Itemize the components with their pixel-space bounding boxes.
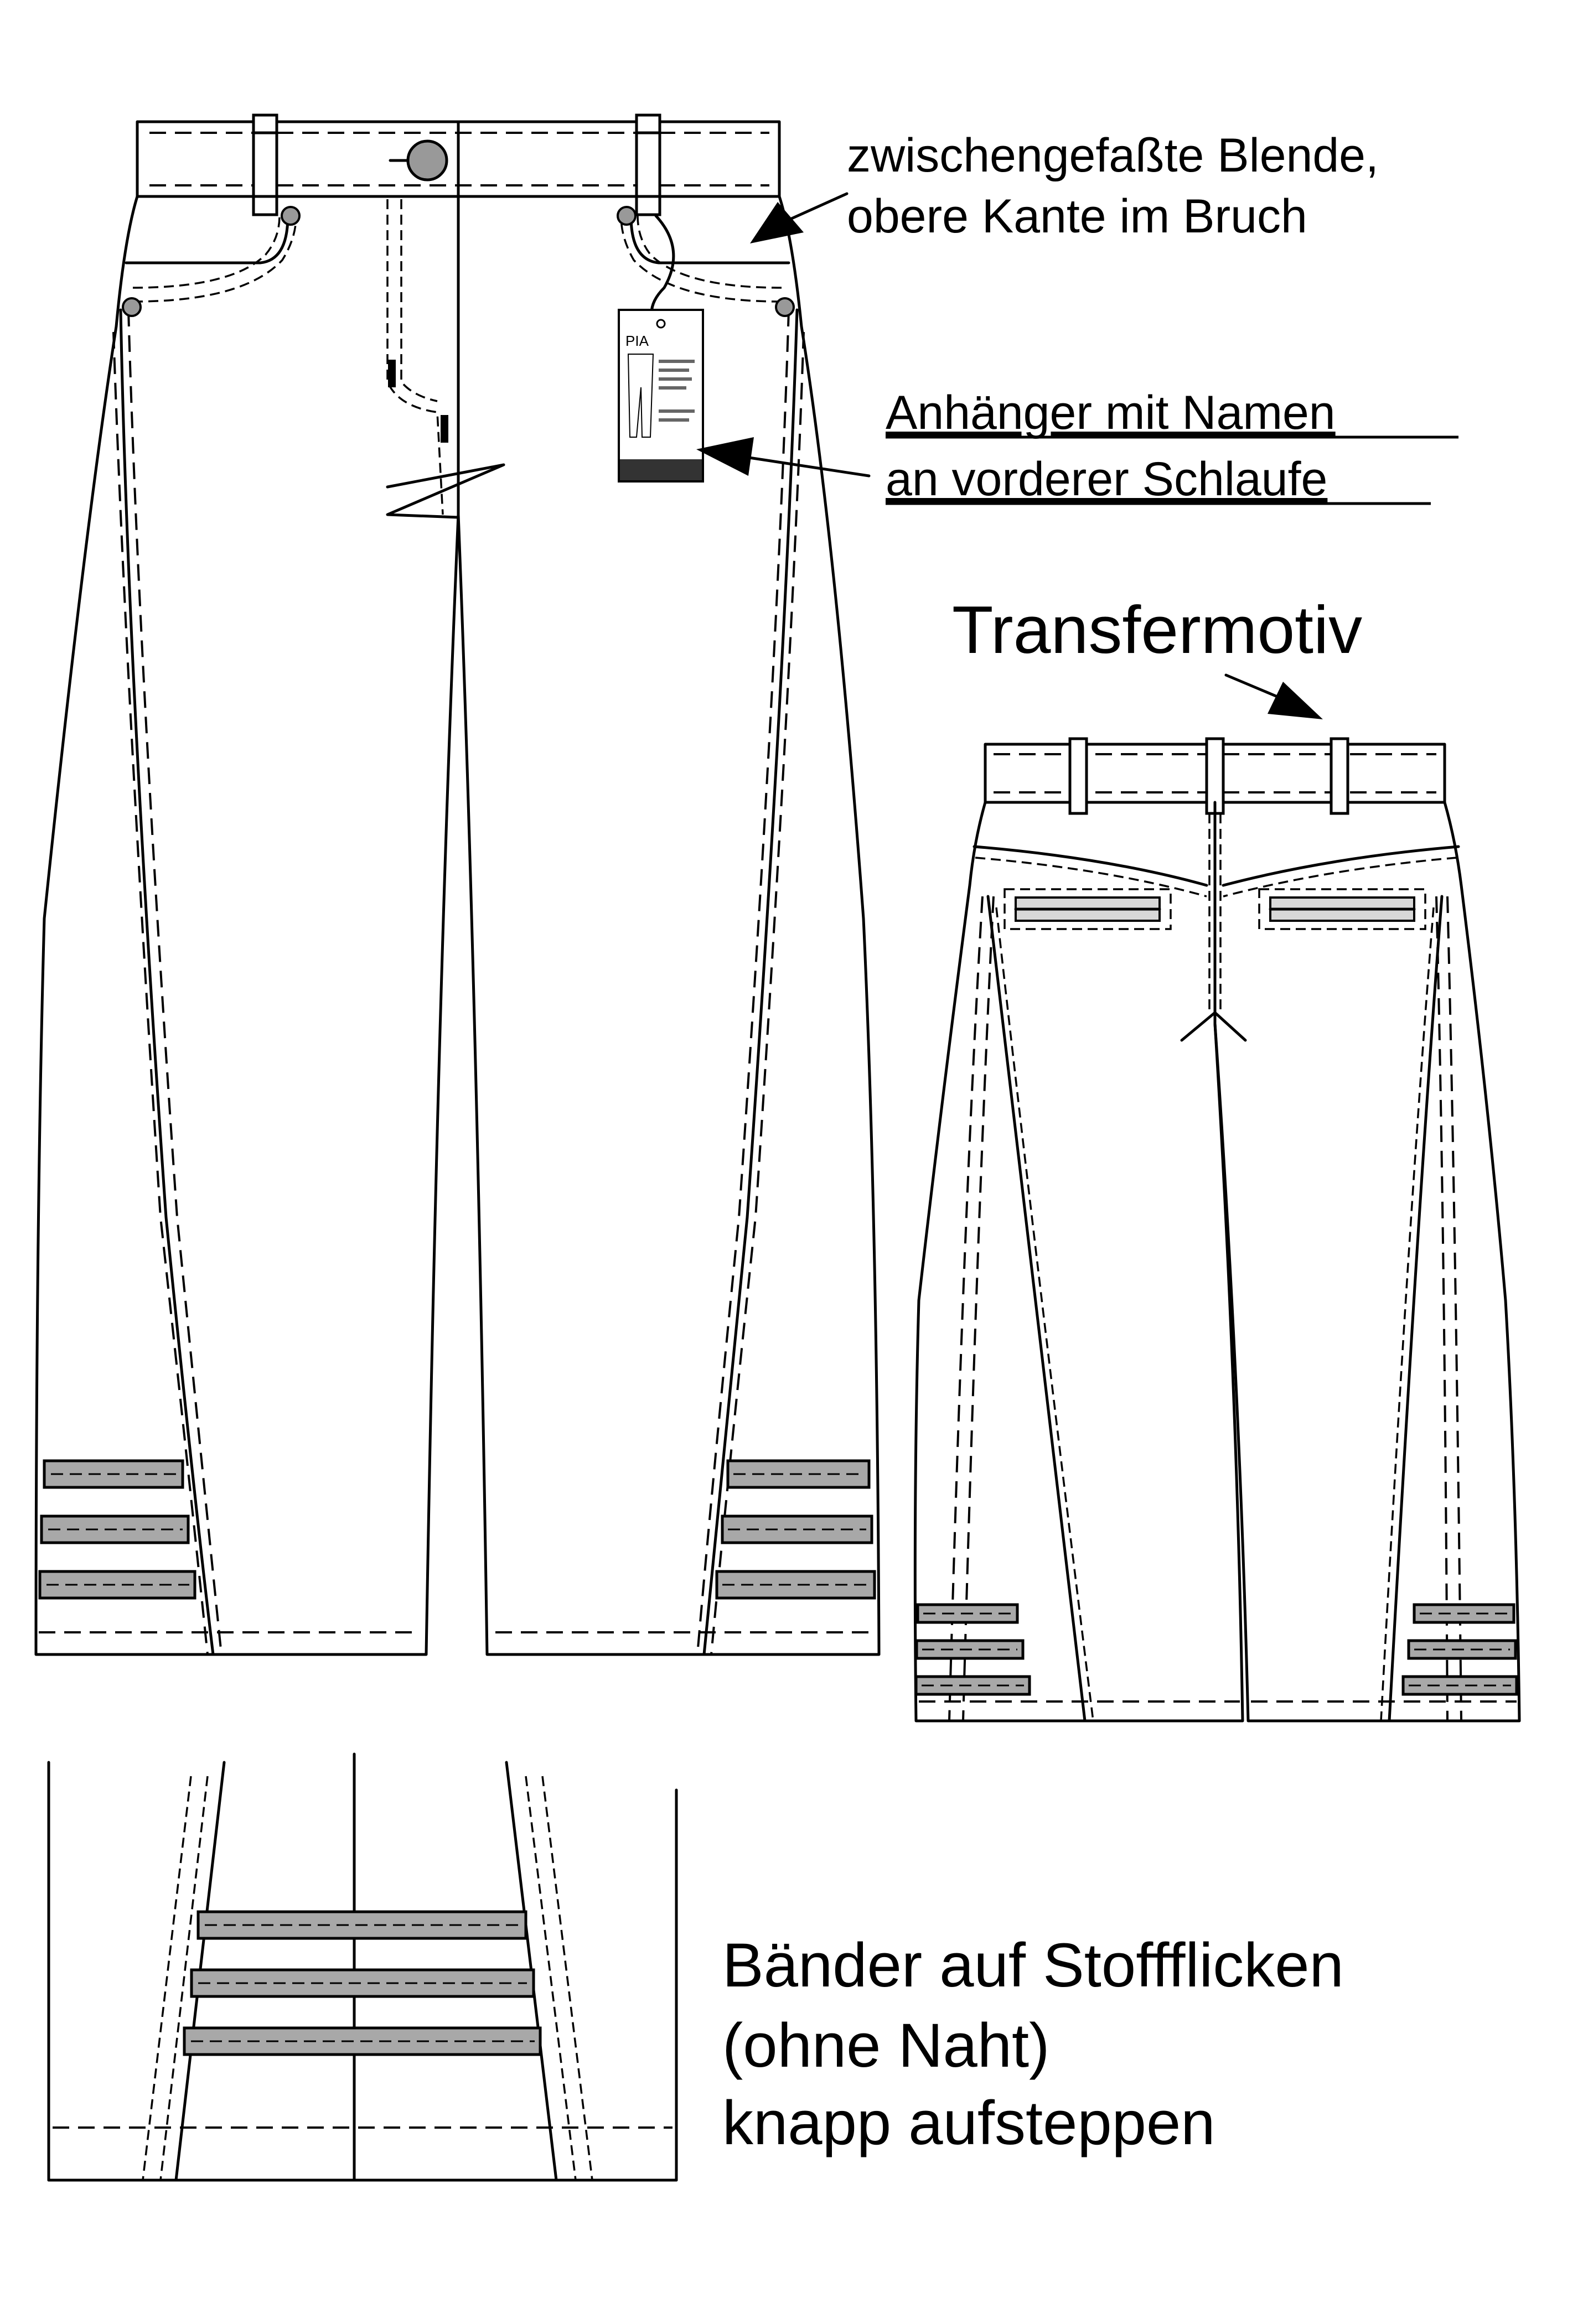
front-right-side-panel-seam (702, 308, 799, 1656)
front-left-outseam-stitch (127, 309, 223, 1655)
transfer-arrow (1224, 673, 1323, 719)
front-waistband (136, 120, 781, 198)
hang-tag-name: PIA (625, 333, 649, 349)
back-left-ribbon-bands (914, 1603, 1031, 1696)
front-pocket-left (125, 214, 289, 264)
back-left-leg-outline (913, 801, 1244, 1723)
back-left-panel-seam (986, 895, 1087, 1723)
front-left-side-panel-seam (119, 308, 215, 1656)
detail-note-line1: Bänder auf Stoffflicken (722, 1931, 1344, 2000)
front-pocket-right (629, 214, 790, 264)
back-yoke-right (1222, 845, 1460, 887)
tag-arrow (696, 437, 871, 478)
front-right-outseam-stitch (696, 309, 790, 1655)
back-pocket-right (1258, 888, 1426, 930)
front-belt-loop-right (635, 113, 661, 216)
front-belt-loop-left (252, 113, 278, 216)
front-right-ribbon-bands (715, 1459, 876, 1600)
back-belt-loop-left (1068, 737, 1088, 815)
back-right-leg-outline (1213, 801, 1521, 1723)
back-view-title: Transfermotiv (952, 592, 1362, 667)
back-view (913, 737, 1521, 1723)
waistband-arrow (750, 192, 849, 243)
detail-note-line3: knapp aufsteppen (722, 2088, 1215, 2157)
front-left-leg-outline (34, 195, 460, 1656)
front-right-outseam-stitch-2 (710, 331, 805, 1655)
waistband-note-line2: obere Kante im Bruch (847, 190, 1307, 243)
back-right-ribbon-bands (1401, 1603, 1518, 1696)
front-button (389, 139, 448, 181)
tag-note-line1: Anhänger mit Namen (886, 386, 1336, 439)
back-pocket-left (1004, 888, 1172, 930)
waistband-note-line1: zwischengefaßte Blende, (847, 129, 1379, 182)
front-right-leg-outline (457, 195, 881, 1656)
back-right-panel-seam (1388, 895, 1444, 1723)
detail-ribbon-bands (183, 1910, 542, 2056)
front-view (34, 113, 881, 1656)
tag-note-line2: an vorderer Schlaufe (886, 453, 1327, 506)
detail-view (47, 1752, 678, 2182)
front-fly (386, 195, 505, 519)
hang-tag: PIA (618, 214, 704, 483)
detail-note-line2: (ohne Naht) (722, 2011, 1049, 2080)
back-belt-loop-right (1330, 737, 1349, 815)
back-yoke-left (973, 845, 1208, 887)
front-left-ribbon-bands (38, 1459, 196, 1600)
front-left-outseam-stitch-2 (112, 331, 209, 1655)
